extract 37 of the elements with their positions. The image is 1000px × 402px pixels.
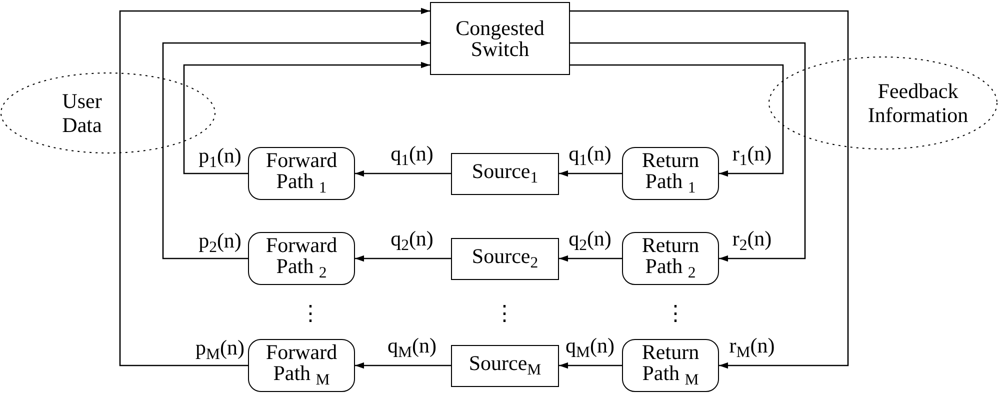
box-label: Forward Path $_{2}$ [264, 235, 338, 282]
arrow [183, 62, 430, 174]
box-label: Forward Path $_{1}$ [264, 150, 338, 197]
vertical-ellipsis: ⋮ [494, 300, 514, 326]
arrow [355, 362, 451, 369]
process-box [430, 2, 570, 75]
arrow [559, 170, 622, 177]
arrow [570, 64, 784, 177]
arrow [355, 170, 451, 177]
arrow [162, 40, 430, 260]
box-label: Source$_{M}$ [468, 352, 542, 378]
rounded-process-box [622, 339, 719, 392]
arrow [570, 42, 806, 262]
box-label: Congested Switch [454, 18, 546, 60]
box-label: Source$_{2}$ [472, 246, 538, 272]
arrow [570, 10, 849, 369]
rounded-process-box [248, 339, 355, 392]
arrow [119, 8, 430, 366]
box-label: Source$_{1}$ [472, 160, 538, 186]
region-label: User Data [61, 88, 103, 138]
box-label: Return Path $_{M}$ [640, 342, 700, 389]
rounded-process-box [622, 232, 719, 285]
rounded-process-box [622, 147, 719, 200]
arrow [559, 255, 622, 262]
rounded-process-box [248, 232, 355, 285]
arrow [355, 255, 451, 262]
box-label: Return Path $_{2}$ [640, 235, 700, 282]
rounded-process-box [248, 147, 355, 200]
process-box [451, 344, 559, 386]
process-box [451, 152, 559, 194]
vertical-ellipsis: ⋮ [665, 300, 685, 326]
vertical-ellipsis: ⋮ [300, 300, 320, 326]
box-label: Return Path $_{1}$ [640, 150, 700, 197]
process-box [451, 238, 559, 280]
region-label: Feedback Information [866, 78, 970, 128]
box-label: Forward Path $_{M}$ [264, 342, 338, 389]
arrow [559, 362, 622, 369]
